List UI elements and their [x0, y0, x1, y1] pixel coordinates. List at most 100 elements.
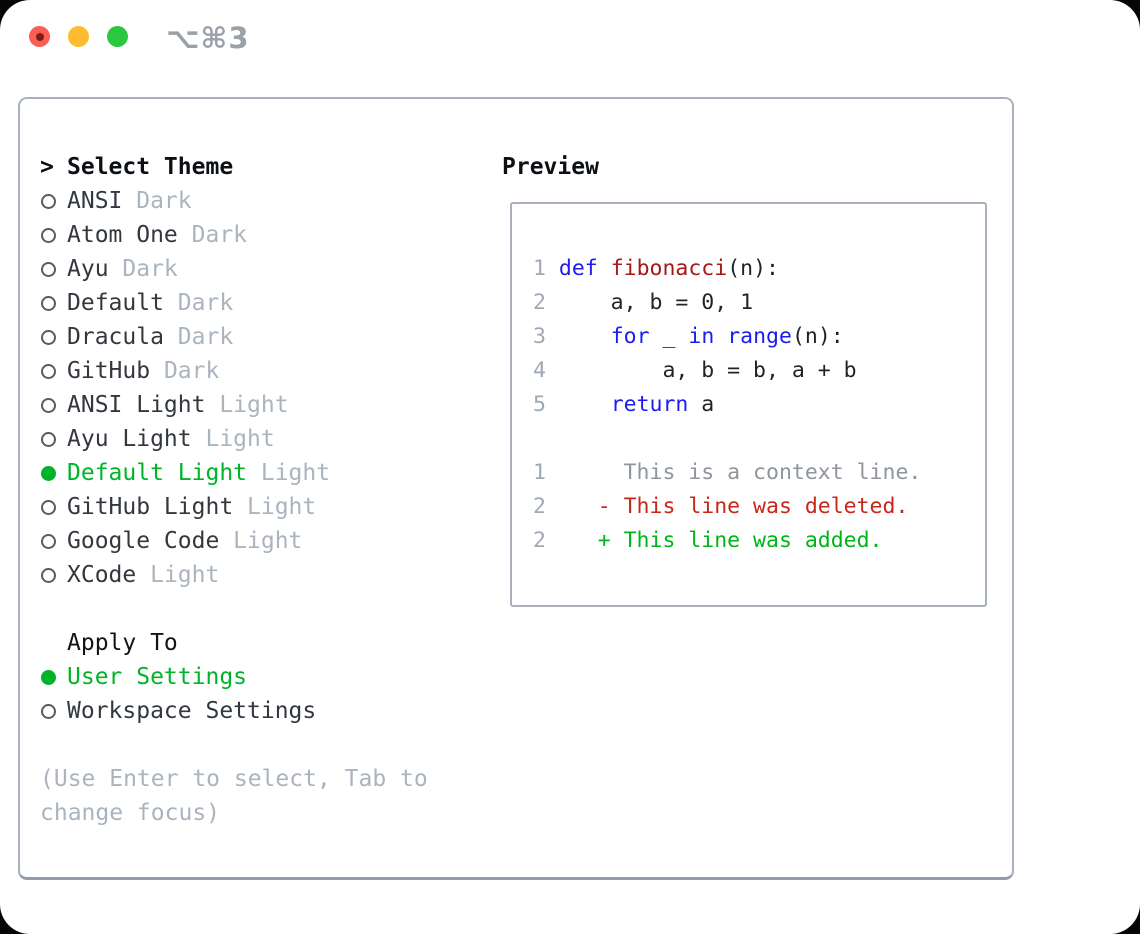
theme-option-google-code[interactable]: Google Code Light	[40, 524, 492, 558]
radio-icon	[41, 261, 56, 277]
line-number: 2	[533, 528, 546, 553]
code-line: 3 for _ in range(n):	[533, 320, 985, 354]
spacer	[40, 592, 492, 626]
option-variant-label: Light	[205, 426, 275, 452]
option-label: Dracula	[67, 324, 164, 350]
option-label: User Settings	[67, 664, 248, 690]
theme-option-ansi[interactable]: ANSI Dark	[40, 184, 492, 218]
theme-option-ayu[interactable]: Ayu Dark	[40, 252, 492, 286]
titlebar: ⌥⌘3	[0, 0, 1140, 74]
code-segment-deleted: - This line was deleted.	[545, 494, 909, 519]
radio-selected-icon	[41, 669, 56, 685]
option-label: Atom One	[67, 222, 178, 248]
apply-to-heading-row: Apply To	[40, 626, 492, 660]
radio-icon	[41, 193, 56, 209]
minimize-button[interactable]	[68, 26, 89, 47]
code-segment-plain: a, b = 0, 1	[545, 290, 754, 315]
code-segment-plain	[598, 256, 611, 281]
traffic-lights	[29, 26, 128, 47]
theme-option-ayu-light[interactable]: Ayu Light Light	[40, 422, 492, 456]
code-line: 2 + This line was added.	[533, 524, 985, 558]
radio-icon	[41, 363, 56, 379]
marker-cell	[40, 465, 67, 481]
code-segment-keyword: def	[558, 256, 598, 281]
marker-cell	[40, 193, 67, 209]
option-label: Ayu Light	[67, 426, 192, 452]
code-segment-function: fibonacci	[610, 256, 728, 281]
marker-cell	[40, 227, 67, 243]
option-variant-label: Light	[247, 494, 317, 520]
marker-cell	[40, 397, 67, 413]
code-segment-keyword: in	[688, 324, 715, 349]
marker-cell	[40, 329, 67, 345]
code-segment-plain: (n):	[791, 324, 844, 349]
close-button[interactable]	[29, 26, 50, 47]
marker-cell	[40, 363, 67, 379]
theme-option-github-light[interactable]: GitHub Light Light	[40, 490, 492, 524]
radio-icon	[41, 499, 56, 515]
option-label: Google Code	[67, 528, 220, 554]
radio-icon	[41, 227, 56, 243]
option-variant-label: Light	[150, 562, 220, 588]
code-segment-plain	[546, 256, 559, 281]
code-line	[533, 422, 985, 456]
option-variant-label: Light	[233, 528, 303, 554]
option-variant-label: Light	[219, 392, 289, 418]
code-segment-context: This is a context line.	[545, 460, 922, 485]
radio-selected-icon	[41, 465, 56, 481]
line-number: 5	[533, 392, 546, 417]
line-number: 2	[533, 494, 546, 519]
radio-icon	[41, 329, 56, 345]
apply-option-workspace-settings[interactable]: Workspace Settings	[40, 694, 492, 728]
code-segment-keyword: for	[610, 324, 650, 349]
option-variant-label: Dark	[177, 324, 234, 350]
code-segment-plain: a	[688, 392, 715, 417]
hint-text: (Use Enter to select, Tab to change focu…	[40, 766, 428, 826]
marker-cell	[40, 669, 67, 685]
close-dot-icon	[35, 32, 44, 41]
marker-cell	[40, 567, 67, 583]
option-label: Workspace Settings	[67, 698, 317, 724]
radio-icon	[41, 295, 56, 311]
marker-cell	[40, 703, 67, 719]
code-segment-keyword: range	[727, 324, 792, 349]
option-variant-label: Dark	[136, 188, 192, 214]
option-variant-label: Dark	[177, 290, 234, 316]
line-number: 2	[533, 290, 546, 315]
code-segment-plain: (n):	[727, 256, 779, 281]
code-segment-plain: _	[649, 324, 689, 349]
zoom-button[interactable]	[107, 26, 128, 47]
code-line: 1 This is a context line.	[533, 456, 985, 490]
apply-option-user-settings[interactable]: User Settings	[40, 660, 492, 694]
theme-option-dracula[interactable]: Dracula Dark	[40, 320, 492, 354]
line-number: 4	[533, 358, 546, 383]
radio-icon	[41, 533, 56, 549]
code-segment-plain	[546, 392, 611, 417]
radio-icon	[41, 431, 56, 447]
select-theme-heading: Select Theme	[67, 154, 234, 180]
option-label: Default Light	[67, 460, 248, 486]
code-segment-plain	[714, 324, 727, 349]
line-number: 1	[533, 460, 546, 485]
line-number: 3	[533, 324, 546, 349]
line-number: 1	[533, 256, 546, 281]
option-label: ANSI	[67, 188, 123, 214]
marker-cell	[40, 499, 67, 515]
option-label: GitHub Light	[67, 494, 234, 520]
theme-option-default-light[interactable]: Default Light Light	[40, 456, 492, 490]
code-line: 5 return a	[533, 388, 985, 422]
option-label: Ayu	[67, 256, 109, 282]
option-variant-label: Dark	[122, 256, 178, 282]
option-variant-label: Light	[260, 460, 331, 486]
code-line: 1 def fibonacci(n):	[533, 252, 985, 286]
